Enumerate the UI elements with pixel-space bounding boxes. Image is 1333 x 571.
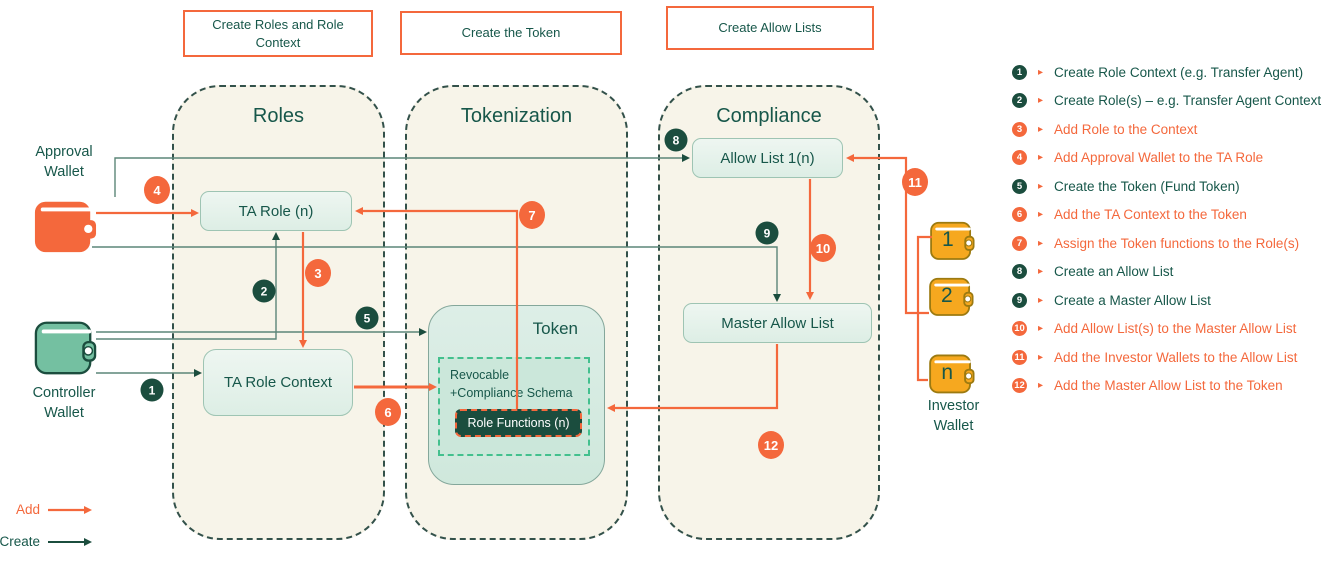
legend-step-7-text: Assign the Token functions to the Role(s… [1054,235,1300,251]
node-ta-role: TA Role (n) [200,191,352,231]
legend-step-11-text: Add the Investor Wallets to the Allow Li… [1054,349,1298,365]
lane-tokenization-title: Tokenization [460,105,573,127]
legend-step-1-circle: 1 [1012,64,1027,80]
legend-step-4-text: Add Approval Wallet to the TA Role [1054,150,1264,166]
step-marker-1: 1 [140,378,164,402]
step-marker-11: 11 [902,168,928,196]
investor-wallet-label: Investor Wallet [927,398,980,434]
legend-step-9: 9 ▸ Create a Master Allow List [1012,286,1330,315]
triangle-bullet-icon: ▸ [1038,152,1044,164]
triangle-bullet-icon: ▸ [1038,323,1044,335]
investor-wallet-1-number: 1 [942,227,954,251]
legend-step-2-circle: 2 [1012,93,1027,109]
wallet-icon [34,321,97,375]
legend-step-2-text: Create Role(s) – e.g. Transfer Agent Con… [1054,93,1322,109]
approval-wallet-label: Approval Wallet [35,144,93,180]
node-ta-role-context: TA Role Context [203,349,353,416]
schema-line2: +Compliance Schema [450,386,573,401]
triangle-bullet-icon: ▸ [1038,380,1044,392]
controller-wallet-label: Controller Wallet [32,385,96,421]
legend-step-12-circle: 12 [1012,378,1027,394]
investor-wallet-n-number: n [941,360,954,384]
legend-step-2: 2 ▸ Create Role(s) – e.g. Transfer Agent C… [1012,87,1330,116]
step-marker-3: 3 [305,259,331,287]
lane-roles: Roles [172,85,385,540]
triangle-bullet-icon: ▸ [1038,237,1044,249]
legend-step-7: 7 ▸ Assign the Token functions to the Role… [1012,229,1330,258]
investor-wallet-2-number: 2 [941,283,953,307]
legend-step-5-text: Create the Token (Fund Token) [1054,178,1240,194]
node-master-allow-list: Master Allow List [683,303,872,343]
wallet-icon [929,354,975,394]
lane-roles-title: Roles [252,105,305,127]
schema-line1: Revocable [450,368,510,382]
step-marker-6: 6 [375,398,401,426]
header-box-roles: Create Roles and Role Context [183,10,373,57]
legend-step-3-text: Add Role to the Context [1054,121,1198,137]
legend-step-4-circle: 4 [1012,150,1027,166]
wallet-icon [34,201,97,253]
legend-step-9-circle: 9 [1012,292,1027,308]
approval-wallet [33,194,97,256]
legend-step-12: 12 ▸ Add the Master Allow List to the Toke… [1012,372,1330,401]
triangle-bullet-icon: ▸ [1038,66,1044,78]
step-marker-2: 2 [252,279,276,303]
legend-step-6: 6 ▸ Add the TA Context to the Token [1012,201,1330,230]
legend-step-11: 11 ▸ Add the Investor Wallets to the Allow… [1012,343,1330,372]
legend-step-5: 5 ▸ Create the Token (Fund Token) [1012,172,1330,201]
key-add-label: Add [15,502,40,517]
legend-step-9-text: Create a Master Allow List [1054,292,1211,308]
triangle-bullet-icon: ▸ [1038,209,1044,221]
step-marker-9: 9 [755,221,779,245]
step-marker-12: 12 [758,431,784,459]
triangle-bullet-icon: ▸ [1038,294,1044,306]
triangle-bullet-icon: ▸ [1038,123,1044,135]
legend-step-4: 4 ▸ Add Approval Wallet to the TA Role [1012,144,1330,173]
legend-step-10: 10 ▸ Add Allow List(s) to the Master Allow… [1012,315,1330,344]
legend-step-3-circle: 3 [1012,121,1027,137]
legend-step-10-circle: 10 [1012,321,1027,337]
legend-step-8-circle: 8 [1012,264,1027,280]
step-marker-8: 8 [664,128,688,152]
legend-step-11-circle: 11 [1012,349,1027,365]
investor-wallet-1: 1 [929,216,975,263]
legend-step-5-circle: 5 [1012,178,1027,194]
step-marker-10: 10 [810,234,836,262]
investor-wallet-n: n [928,349,975,396]
node-allow-list: Allow List 1(n) [692,138,843,178]
legend-step-6-circle: 6 [1012,207,1027,223]
header-box-allowlists: Create Allow Lists [666,6,874,50]
step-marker-7: 7 [519,201,545,229]
investor-wallet-2: 2 [928,272,974,319]
legend-step-8-text: Create an Allow List [1054,264,1174,280]
triangle-bullet-icon: ▸ [1038,180,1044,192]
lane-compliance-title: Compliance [716,105,822,127]
triangle-bullet-icon: ▸ [1038,95,1044,107]
step-marker-5: 5 [355,306,379,330]
key-create-label: Create [0,534,40,549]
header-box-token: Create the Token [400,11,622,55]
legend-step-6-text: Add the TA Context to the Token [1054,207,1247,223]
legend-step-10-text: Add Allow List(s) to the Master Allow Li… [1054,321,1297,337]
triangle-bullet-icon: ▸ [1038,351,1044,363]
legend-step-3: 3 ▸ Add Role to the Context [1012,115,1330,144]
legend-step-1-text: Create Role Context (e.g. Transfer Agent… [1054,64,1304,80]
node-compliance-schema: Revocable +Compliance Schema [438,357,590,456]
legend-step-12-text: Add the Master Allow List to the Token [1054,378,1283,394]
legend-step-7-circle: 7 [1012,235,1027,251]
triangle-bullet-icon: ▸ [1038,266,1044,278]
wallet-icon [930,221,975,260]
steps-legend: 1 ▸ Create Role Context (e.g. Transfer Age… [1012,58,1330,400]
controller-wallet [33,314,97,378]
node-role-functions: Role Functions (n) [455,409,582,437]
token-title: Token [532,319,578,338]
legend-step-8: 8 ▸ Create an Allow List [1012,258,1330,287]
step-marker-4: 4 [144,176,170,204]
legend-step-1: 1 ▸ Create Role Context (e.g. Transfer Age… [1012,58,1330,87]
